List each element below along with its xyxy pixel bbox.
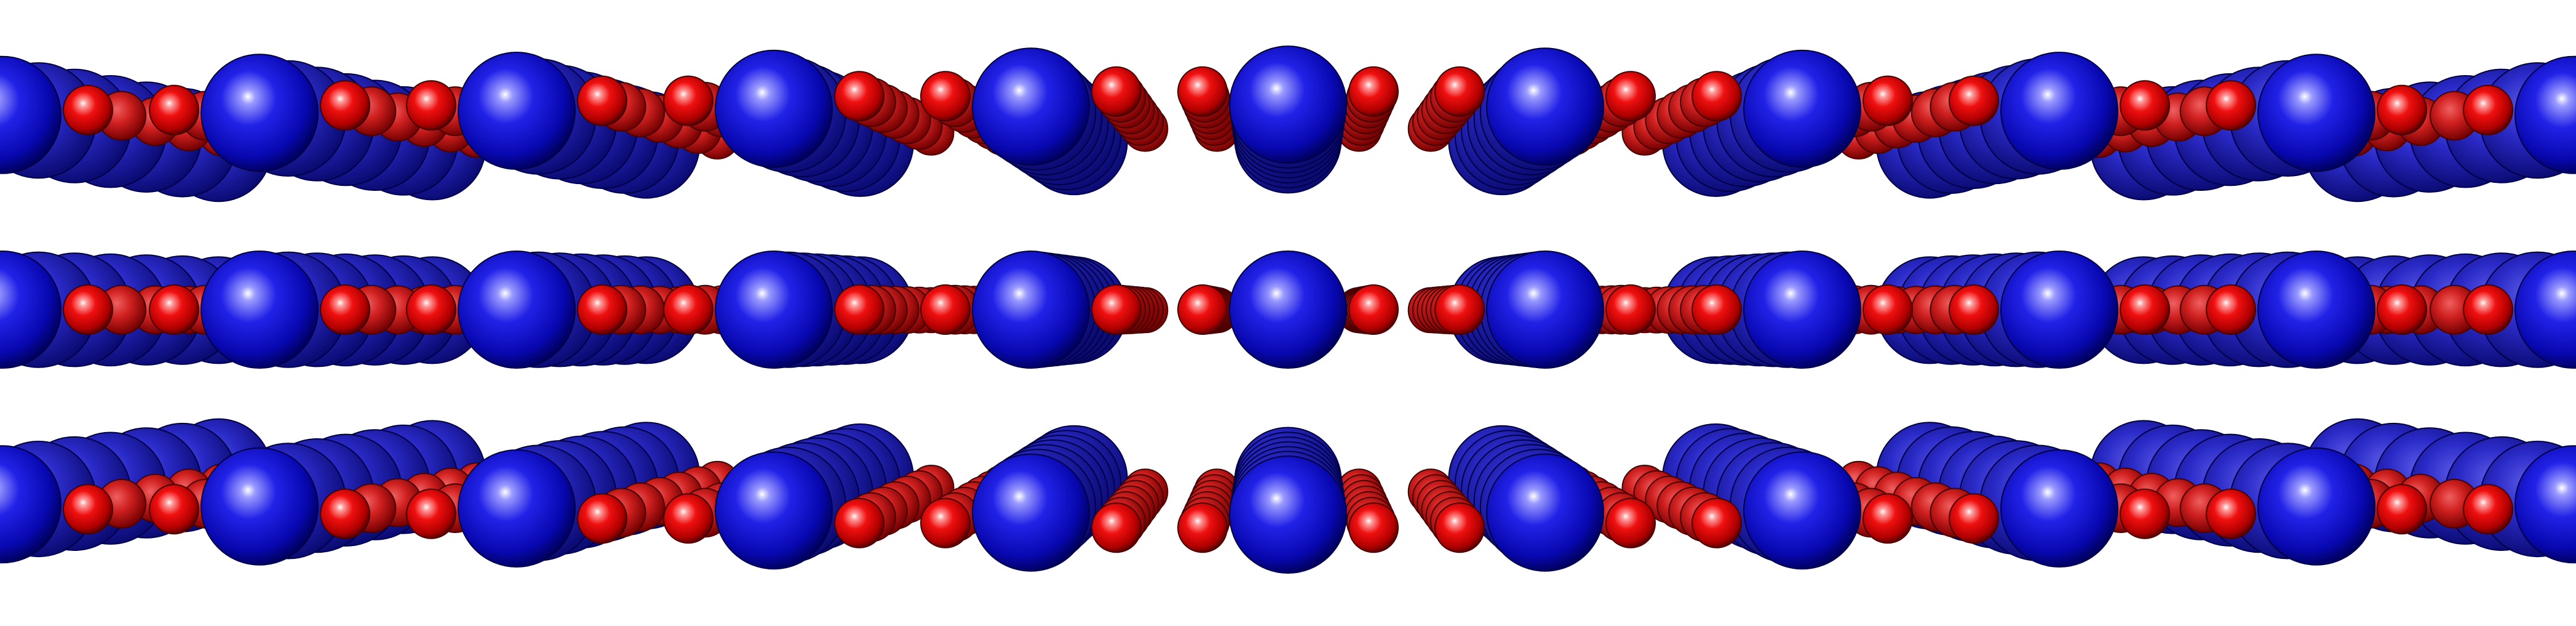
large-atom: [0, 251, 62, 369]
small-atom: [920, 284, 971, 335]
large-atom: [1229, 455, 1347, 574]
small-atom: [2206, 284, 2256, 335]
small-atom: [2377, 84, 2427, 135]
small-atom: [406, 488, 456, 539]
large-atom: [1229, 251, 1347, 369]
small-atom: [320, 284, 370, 335]
small-atom: [2377, 484, 2427, 535]
small-atom: [1605, 284, 1656, 335]
small-atom: [1434, 502, 1485, 553]
small-atom: [663, 75, 714, 126]
large-atom: [715, 49, 833, 168]
small-atom: [663, 493, 714, 544]
small-atom: [577, 493, 627, 544]
small-atom: [1949, 75, 1999, 126]
large-atom: [972, 47, 1090, 166]
large-atom: [458, 449, 576, 568]
large-atom: [0, 445, 62, 564]
large-atom: [2257, 447, 2375, 566]
large-atom: [2000, 449, 2118, 568]
small-atom: [406, 80, 456, 131]
small-atom: [406, 284, 456, 335]
small-atom: [1862, 493, 1913, 544]
large-atom: [0, 55, 62, 174]
small-atom: [320, 488, 370, 539]
small-atom: [1949, 493, 1999, 544]
large-atom: [2514, 445, 2576, 564]
small-atom: [63, 84, 113, 135]
large-atom: [1743, 49, 1861, 168]
large-atom: [1486, 47, 1604, 166]
large-atom: [201, 54, 319, 172]
large-atom: [715, 451, 833, 570]
large-atom: [1743, 451, 1861, 570]
large-atom: [201, 447, 319, 566]
small-atom: [1091, 502, 1142, 553]
small-atom: [1177, 284, 1228, 335]
small-atom: [149, 84, 199, 135]
small-atom: [1091, 284, 1142, 335]
small-atom: [2120, 80, 2170, 131]
small-atom: [1348, 66, 1399, 117]
large-atom: [972, 453, 1090, 572]
small-atom: [663, 284, 714, 335]
small-atom: [1434, 284, 1485, 335]
small-atom: [2206, 488, 2256, 539]
large-atom: [715, 251, 833, 369]
small-atom: [2377, 284, 2427, 335]
large-atom: [2257, 54, 2375, 172]
small-atom: [1949, 284, 1999, 335]
small-atom: [1177, 66, 1228, 117]
small-atom: [320, 80, 370, 131]
small-atom: [577, 284, 627, 335]
large-atom: [1743, 251, 1861, 369]
small-atom: [149, 484, 199, 535]
large-atom: [2000, 52, 2118, 170]
small-atom: [920, 497, 971, 548]
atom-group: [0, 46, 2576, 574]
large-atom: [201, 251, 319, 369]
small-atom: [1691, 71, 1742, 122]
small-atom: [2463, 84, 2513, 135]
small-atom: [1434, 66, 1485, 117]
small-atom: [1605, 497, 1656, 548]
small-atom: [1862, 284, 1913, 335]
small-atom: [2120, 488, 2170, 539]
large-atom: [2514, 251, 2576, 369]
small-atom: [577, 75, 627, 126]
small-atom: [1691, 497, 1742, 548]
small-atom: [149, 284, 199, 335]
small-atom: [1691, 284, 1742, 335]
large-atom: [458, 52, 576, 170]
small-atom: [63, 484, 113, 535]
small-atom: [63, 284, 113, 335]
large-atom: [458, 251, 576, 369]
small-atom: [834, 71, 885, 122]
small-atom: [1605, 71, 1656, 122]
large-atom: [2514, 55, 2576, 174]
large-atom: [2000, 251, 2118, 369]
large-atom: [972, 251, 1090, 369]
small-atom: [1348, 284, 1399, 335]
small-atom: [1177, 502, 1228, 553]
large-atom: [1486, 251, 1604, 369]
small-atom: [2120, 284, 2170, 335]
small-atom: [834, 284, 885, 335]
small-atom: [2463, 484, 2513, 535]
small-atom: [2206, 80, 2256, 131]
small-atom: [1091, 66, 1142, 117]
large-atom: [1486, 453, 1604, 572]
large-atom: [1229, 46, 1347, 164]
small-atom: [1862, 75, 1913, 126]
small-atom: [834, 497, 885, 548]
large-atom: [2257, 251, 2375, 369]
small-atom: [2463, 284, 2513, 335]
small-atom: [920, 71, 971, 122]
small-atom: [1348, 502, 1399, 553]
